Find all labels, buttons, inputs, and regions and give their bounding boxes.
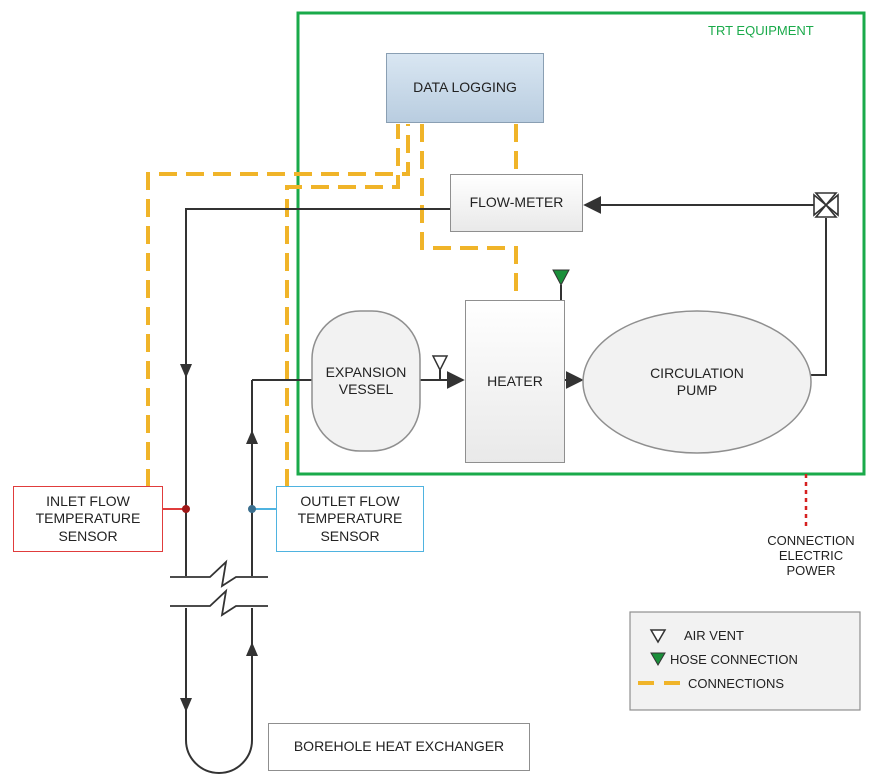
pipe-u-bend [185, 739, 253, 774]
inlet-sensor-label: INLET FLOW TEMPERATURE SENSOR [35, 492, 141, 544]
pipe-flowmeter-to-inlet [185, 208, 450, 375]
connection-heater [420, 124, 518, 300]
hose-connection-icon [552, 269, 570, 300]
legend-box [629, 611, 861, 711]
legend-air-vent-icon [649, 629, 667, 644]
flow-arrows [180, 364, 258, 712]
inlet-sensor-dot [182, 505, 190, 513]
expansion-vessel-box: EXPANSION VESSEL [312, 311, 420, 451]
expansion-vessel-label: EXPANSION VESSEL [325, 363, 407, 398]
legend-air-vent-label: AIR VENT [684, 628, 744, 643]
outlet-sensor-label: OUTLET FLOW TEMPERATURE SENSOR [297, 492, 403, 544]
pipe-break-symbols [170, 559, 268, 617]
trt-equipment-border [296, 11, 866, 476]
legend-hose-connection-icon [650, 652, 666, 666]
expansion-vessel-shape [311, 310, 421, 452]
circulation-pump-shape [582, 310, 812, 454]
break-line-upper [170, 559, 268, 588]
valve-icon [813, 192, 839, 218]
legend-hose-connection-label: HOSE CONNECTION [670, 652, 798, 667]
outlet-sensor-dot [248, 505, 256, 513]
connection-inlet-sensor [146, 124, 410, 487]
data-logging-box: DATA LOGGING [386, 53, 544, 123]
circulation-pump-label: CIRCULATION PUMP [650, 364, 744, 399]
borehole-label: BOREHOLE HEAT EXCHANGER [293, 738, 505, 755]
arrow-outlet-up-2 [246, 642, 258, 656]
data-logging-label: DATA LOGGING [413, 79, 517, 96]
heater-box: HEATER [465, 300, 565, 463]
arrow-inlet-down-2 [180, 698, 192, 712]
flow-meter-box: FLOW-METER [450, 174, 583, 232]
data-connections [146, 124, 518, 487]
inlet-sensor-box: INLET FLOW TEMPERATURE SENSOR [13, 486, 163, 552]
heater-label: HEATER [487, 372, 543, 389]
break-line-lower [170, 588, 268, 617]
air-vent-icon [431, 355, 449, 380]
arrow-outlet-up-1 [246, 430, 258, 444]
pipes [185, 196, 827, 774]
pipe-pump-to-valve [810, 218, 827, 376]
electric-power-label: CONNECTION ELECTRIC POWER [767, 533, 855, 578]
circulation-pump-box: CIRCULATION PUMP [583, 311, 811, 453]
outlet-sensor-box: OUTLET FLOW TEMPERATURE SENSOR [276, 486, 424, 552]
borehole-label-box: BOREHOLE HEAT EXCHANGER [268, 723, 530, 771]
trt-equipment-label: TRT EQUIPMENT [708, 23, 814, 38]
legend-connections-label: CONNECTIONS [688, 676, 785, 691]
flow-meter-label: FLOW-METER [469, 194, 564, 211]
arrow-inlet-down-1 [180, 364, 192, 378]
connection-outlet-sensor [285, 124, 400, 487]
